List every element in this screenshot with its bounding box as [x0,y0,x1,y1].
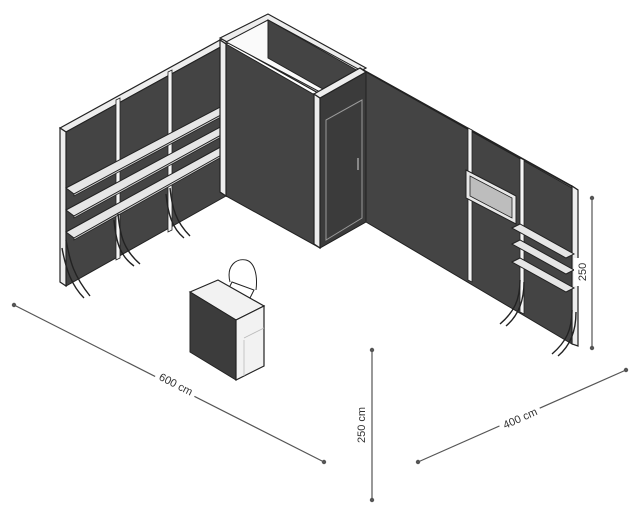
left-wall-shelves [65,103,236,241]
left-wall-legs [61,187,191,299]
dimension-depth: 400 cm [415,367,629,465]
dimension-width: 600 cm [11,302,327,465]
right-back-wall [359,67,579,347]
right-height-label: 250 [577,263,589,281]
dimension-height: 250 cm [353,347,375,503]
right-wall-legs [499,279,577,357]
right-wall-shelves [510,223,576,293]
storage-cabin [218,13,368,250]
height-label: 250 cm [356,407,368,443]
counter [188,279,266,381]
dimension-right-height: 250 [574,195,595,351]
